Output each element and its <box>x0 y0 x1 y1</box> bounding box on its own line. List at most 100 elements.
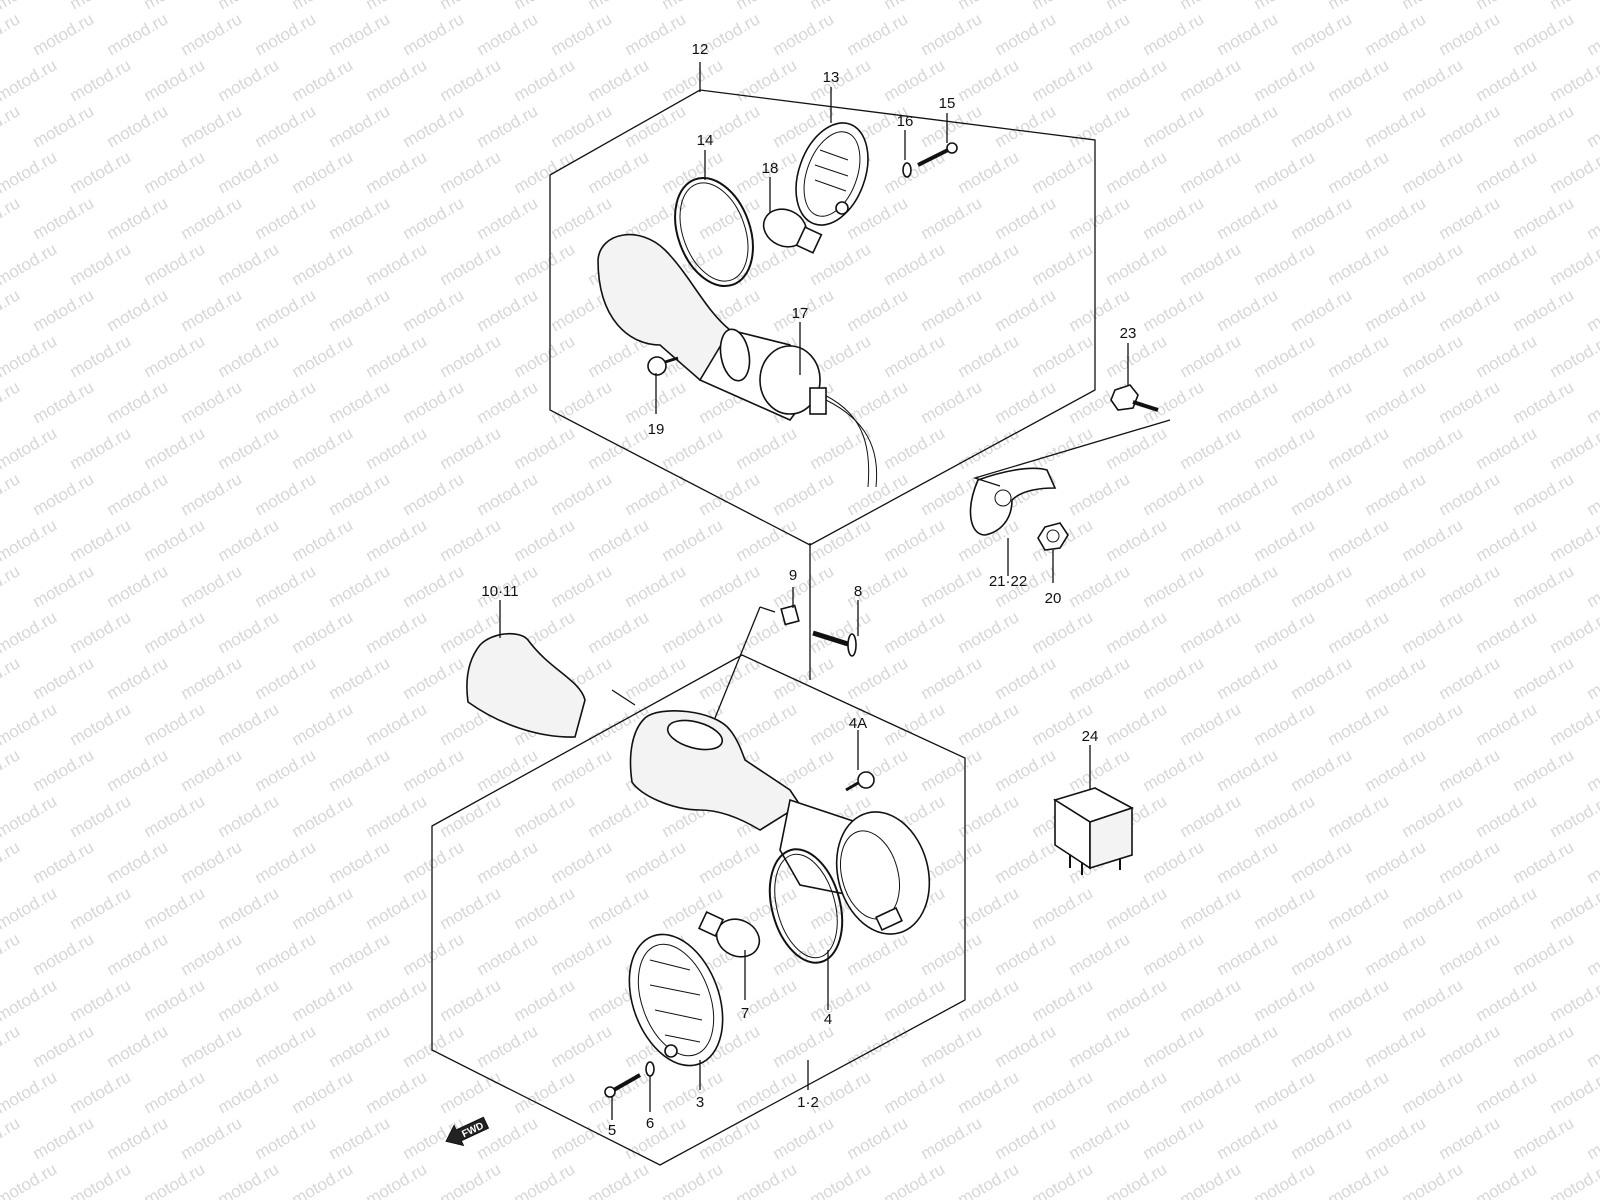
watermark-text: motod.ru <box>67 791 135 841</box>
watermark-text: motod.ru <box>1214 561 1282 611</box>
watermark-text: motod.ru <box>400 101 468 151</box>
watermark-text: motod.ru <box>992 101 1060 151</box>
watermark-text: motod.ru <box>918 653 986 703</box>
watermark-text: motod.ru <box>1103 1159 1171 1200</box>
watermark-text: motod.ru <box>1140 193 1208 243</box>
watermark-text: motod.ru <box>178 377 246 427</box>
watermark-text: motod.ru <box>1510 1021 1578 1071</box>
watermark-text: motod.ru <box>1473 1159 1541 1200</box>
watermark-text: motod.ru <box>1362 377 1430 427</box>
watermark-text: motod.ru <box>1103 55 1171 105</box>
watermark-text: motod.ru <box>1362 101 1430 151</box>
watermark-text: motod.ru <box>1399 1159 1467 1200</box>
watermark-text: motod.ru <box>1362 193 1430 243</box>
watermark-text: motod.ru <box>622 1113 690 1163</box>
watermark-text: motod.ru <box>1029 975 1097 1025</box>
watermark-text: motod.ru <box>1510 101 1578 151</box>
callout-17: 17 <box>792 305 809 322</box>
watermark-text: motod.ru <box>0 515 60 565</box>
watermark-text: motod.ru <box>474 193 542 243</box>
watermark-text: motod.ru <box>326 1113 394 1163</box>
watermark-text: motod.ru <box>437 1159 505 1200</box>
watermark-text: motod.ru <box>474 929 542 979</box>
watermark-text: motod.ru <box>511 1067 579 1117</box>
watermark-text: motod.ru <box>252 469 320 519</box>
watermark-text: motod.ru <box>1547 975 1600 1025</box>
watermark-text: motod.ru <box>30 929 98 979</box>
watermark-text: motod.ru <box>659 515 727 565</box>
watermark-text: motod.ru <box>511 975 579 1025</box>
watermark-text: motod.ru <box>1362 1021 1430 1071</box>
watermark-text: motod.ru <box>1584 745 1600 795</box>
watermark-text: motod.ru <box>30 745 98 795</box>
watermark-text: motod.ru <box>67 607 135 657</box>
watermark-text: motod.ru <box>696 561 764 611</box>
watermark-text: motod.ru <box>1547 331 1600 381</box>
watermark-text: motod.ru <box>326 929 394 979</box>
watermark-text: motod.ru <box>1510 745 1578 795</box>
watermark-text: motod.ru <box>1325 607 1393 657</box>
watermark-text: motod.ru <box>0 699 60 749</box>
watermark-text: motod.ru <box>918 193 986 243</box>
watermark-text: motod.ru <box>844 285 912 335</box>
watermark-text: motod.ru <box>0 607 60 657</box>
upper-screw-15 <box>917 142 958 167</box>
watermark-text: motod.ru <box>1547 791 1600 841</box>
watermark-text: motod.ru <box>104 377 172 427</box>
watermark-text: motod.ru <box>252 745 320 795</box>
watermark-text: motod.ru <box>141 239 209 289</box>
watermark-text: motod.ru <box>30 469 98 519</box>
watermark-text: motod.ru <box>659 1067 727 1117</box>
watermark-text: motod.ru <box>1288 469 1356 519</box>
watermark-text: motod.ru <box>1547 423 1600 473</box>
watermark-text: motod.ru <box>585 883 653 933</box>
watermark-text: motod.ru <box>881 1067 949 1117</box>
watermark-text: motod.ru <box>1584 837 1600 887</box>
watermark-text: motod.ru <box>215 607 283 657</box>
watermark-text: motod.ru <box>252 1113 320 1163</box>
watermark-text: motod.ru <box>1177 1159 1245 1200</box>
watermark-text: motod.ru <box>622 101 690 151</box>
watermark-text: motod.ru <box>30 837 98 887</box>
callout-16: 16 <box>897 113 914 130</box>
watermark-text: motod.ru <box>770 561 838 611</box>
watermark-text: motod.ru <box>1584 285 1600 335</box>
watermark-text: motod.ru <box>178 469 246 519</box>
watermark-text: motod.ru <box>918 561 986 611</box>
watermark-text: motod.ru <box>1288 1113 1356 1163</box>
watermark-text: motod.ru <box>215 1159 283 1200</box>
watermark-text: motod.ru <box>1066 9 1134 59</box>
watermark-text: motod.ru <box>955 239 1023 289</box>
cover-10-11 <box>466 632 586 738</box>
watermark-text: motod.ru <box>1103 607 1171 657</box>
watermark-text: motod.ru <box>770 929 838 979</box>
watermark-text: motod.ru <box>1362 745 1430 795</box>
watermark-text: motod.ru <box>215 515 283 565</box>
watermark-text: motod.ru <box>1510 377 1578 427</box>
watermark-text: motod.ru <box>807 239 875 289</box>
watermark-text: motod.ru <box>770 1021 838 1071</box>
watermark-text: motod.ru <box>30 9 98 59</box>
watermark-text: motod.ru <box>141 1067 209 1117</box>
watermark-text: motod.ru <box>1103 0 1171 13</box>
watermark-text: motod.ru <box>696 837 764 887</box>
watermark-text: motod.ru <box>1066 1021 1134 1071</box>
watermark-text: motod.ru <box>67 331 135 381</box>
watermark-text: motod.ru <box>955 1067 1023 1117</box>
watermark-text: motod.ru <box>1251 699 1319 749</box>
watermark-text: motod.ru <box>992 193 1060 243</box>
watermark-text: motod.ru <box>1066 101 1134 151</box>
watermark-text: motod.ru <box>0 377 23 427</box>
nut-20 <box>1037 522 1069 551</box>
watermark-text: motod.ru <box>1399 883 1467 933</box>
watermark-text: motod.ru <box>215 55 283 105</box>
watermark-text: motod.ru <box>1251 515 1319 565</box>
watermark-text: motod.ru <box>1103 1067 1171 1117</box>
watermark-text: motod.ru <box>437 0 505 13</box>
watermark-text: motod.ru <box>1140 929 1208 979</box>
watermark-text: motod.ru <box>622 561 690 611</box>
watermark-text: motod.ru <box>1399 423 1467 473</box>
watermark-text: motod.ru <box>437 239 505 289</box>
watermark-text: motod.ru <box>1510 285 1578 335</box>
